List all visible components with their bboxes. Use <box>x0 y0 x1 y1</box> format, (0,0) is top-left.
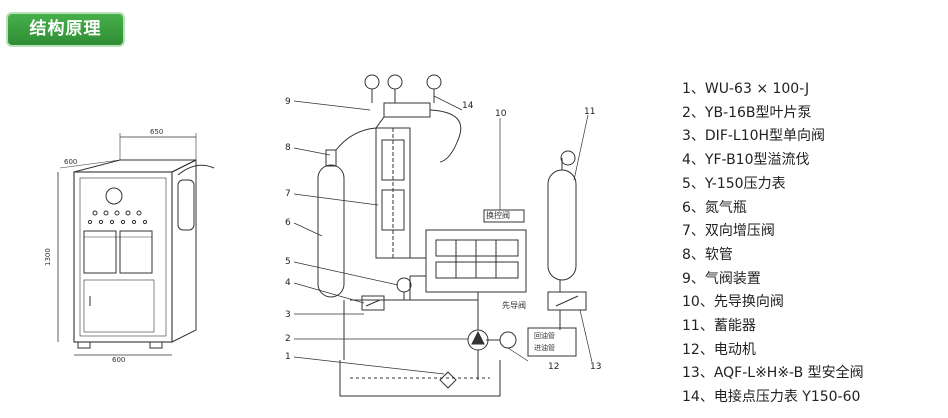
section-title: 结构原理 <box>8 14 123 45</box>
legend-item: 6、氮气瓶 <box>682 199 747 216</box>
legend-item: 8、软管 <box>682 246 733 263</box>
legend-item: 14、电接点压力表 Y150-60 <box>682 389 861 406</box>
legend-item: 13、AQF-L※H※-B 型安全阀 <box>682 365 864 382</box>
dim-width-top: 650 <box>150 128 163 136</box>
callout-11: 11 <box>584 107 595 117</box>
dim-height: 1300 <box>44 248 52 266</box>
callout-12: 12 <box>548 362 559 372</box>
legend-item: 7、双向增压阀 <box>682 223 775 240</box>
hydraulic-schematic: 换控阀 先导阀 回油管 进油管 <box>317 74 587 397</box>
inlet-pipe-label: 进油管 <box>534 343 555 352</box>
callout-numbers: 9 8 7 6 5 4 3 2 1 10 11 12 13 14 <box>285 97 601 372</box>
control-valve-label: 换控阀 <box>486 210 510 220</box>
return-pipe-label: 回油管 <box>534 331 555 340</box>
legend-item: 1、WU-63 × 100-J <box>682 81 810 97</box>
legend-item: 3、DIF-L10H型单向阀 <box>682 128 826 145</box>
callout-leaders <box>293 95 593 375</box>
callout-1: 1 <box>285 352 291 362</box>
legend-item: 4、YF-B10型溢流伐 <box>682 152 810 169</box>
callout-3: 3 <box>285 310 291 320</box>
callout-14: 14 <box>462 101 474 111</box>
cabinet-drawing: 650 600 <box>44 128 215 364</box>
callout-2: 2 <box>285 334 291 344</box>
legend-item: 9、气阀装置 <box>682 270 761 287</box>
callout-10: 10 <box>495 109 507 119</box>
callout-6: 6 <box>285 218 291 228</box>
callout-4: 4 <box>285 278 291 288</box>
dim-width-bottom: 600 <box>112 356 125 364</box>
legend-item: 12、电动机 <box>682 341 756 358</box>
legend-item: 11、蓄能器 <box>682 318 756 335</box>
parts-legend: 1、WU-63 × 100-J 2、YB-16B型叶片泵 3、DIF-L10H型… <box>682 78 864 410</box>
legend-item: 10、先导换向阀 <box>682 294 784 311</box>
callout-7: 7 <box>285 189 291 199</box>
callout-8: 8 <box>285 143 291 153</box>
legend-item: 5、Y-150压力表 <box>682 175 786 192</box>
structure-diagram: 650 600 <box>44 74 601 397</box>
pilot-valve-label: 先导阀 <box>502 300 526 310</box>
callout-13: 13 <box>590 362 601 372</box>
dim-depth: 600 <box>64 158 77 166</box>
legend-item: 2、YB-16B型叶片泵 <box>682 104 812 121</box>
callout-9: 9 <box>285 97 291 107</box>
callout-5: 5 <box>285 257 291 267</box>
